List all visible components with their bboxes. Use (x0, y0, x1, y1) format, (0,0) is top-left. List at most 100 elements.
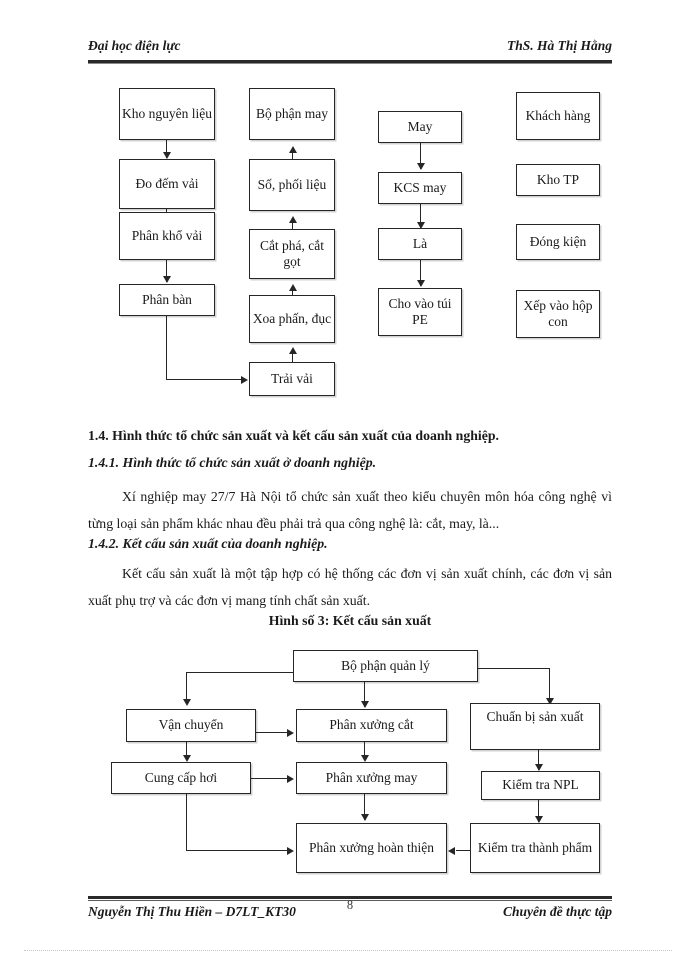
page-number: 8 (346, 898, 354, 912)
node-label: KCS may (393, 179, 447, 195)
arrow-down-icon (417, 222, 425, 229)
node-label: Vận chuyển (158, 717, 224, 733)
connector-line (186, 742, 187, 760)
flow-node-van-chuyen: Vận chuyển (126, 709, 256, 742)
node-label: Khách hàng (525, 107, 591, 123)
node-label: Phân xưởng hoàn thiện (308, 839, 435, 855)
node-label: Kiểm tra thành phẩm (477, 839, 593, 855)
connector-line (420, 204, 421, 228)
flow-node-chuan-bi-san-xuat: Chuẩn bị sản xuất (470, 703, 600, 750)
connector-line (420, 260, 421, 286)
flow-node-phan-ban: Phân bàn (119, 284, 215, 316)
flow-node-cung-cap-hoi: Cung cấp hơi (111, 762, 251, 794)
arrow-down-icon (535, 764, 543, 771)
header-divider (88, 60, 612, 63)
connector-line (364, 794, 365, 820)
connector-line (251, 778, 288, 779)
connector-line (166, 260, 167, 282)
node-label: May (407, 118, 433, 134)
node-label: Cho vào túi PE (388, 295, 452, 327)
connector-line (538, 750, 539, 770)
node-label: Xoa phấn, đục (252, 310, 332, 326)
paragraph-1-4-1: Xí nghiệp may 27/7 Hà Nội tổ chức sản xu… (88, 489, 612, 531)
page-footer: Nguyễn Thị Thu Hiền – D7LT_KT30 Chuyên đ… (88, 904, 612, 920)
arrow-down-icon (163, 276, 171, 283)
arrow-right-icon (287, 775, 294, 783)
connector-line (186, 794, 187, 851)
arrow-up-icon (289, 347, 297, 354)
node-label: Phân khổ vải (131, 227, 203, 243)
arrow-down-icon (183, 699, 191, 706)
connector-line (186, 850, 288, 851)
flow-node-khach-hang: Khách hàng (516, 92, 600, 140)
connector-line (538, 800, 539, 822)
header-right-text: ThS. Hà Thị Hằng (506, 38, 612, 53)
flow-node-kcs-may: KCS may (378, 172, 462, 204)
connector-line (166, 140, 167, 158)
flow-node-la: Là (378, 228, 462, 260)
arrow-right-icon (241, 376, 248, 384)
flow-node-phan-xuong-hoan-thien: Phân xưởng hoàn thiện (296, 823, 447, 873)
flow-node-kiem-tra-npl: Kiểm tra NPL (481, 771, 600, 800)
flow-node-cho-vao-tui-pe: Cho vào túi PE (378, 288, 462, 336)
connector-line (478, 668, 550, 669)
flow-node-bo-phan-may: Bộ phận may (249, 88, 335, 140)
node-label: Là (412, 235, 428, 251)
flow-node-phan-xuong-may: Phân xưởng may (296, 762, 447, 794)
connector-line (186, 672, 187, 704)
node-label: Trải vải (271, 370, 313, 386)
figure-caption: Hình số 3: Kết cấu sản xuất (268, 613, 432, 628)
connector-line (456, 850, 471, 851)
node-label: Phân xưởng cắt (329, 717, 414, 733)
node-label: Đo đếm vải (135, 175, 199, 191)
arrow-down-icon (361, 814, 369, 821)
paragraph-1-4-2: Kết cấu sản xuất là một tập hợp có hệ th… (88, 566, 612, 608)
arrow-left-icon (448, 847, 455, 855)
connector-line (364, 742, 365, 760)
flow-node-may: May (378, 111, 462, 143)
arrow-up-icon (289, 284, 297, 291)
footer-right-text: Chuyên đề thực tập (503, 904, 612, 919)
flow-node-do-dem-vai: Đo đếm vải (119, 159, 215, 209)
node-label: Phân xưởng may (325, 769, 418, 785)
node-label: Chuẩn bị sản xuất (486, 709, 584, 724)
flow-node-bo-phan-quan-ly: Bộ phận quản lý (293, 650, 478, 682)
heading-1-4: 1.4. Hình thức tổ chức sản xuất và kết c… (88, 428, 499, 443)
node-label: Cung cấp hơi (144, 769, 218, 785)
header-divider-thin (88, 63, 612, 64)
footer-left-text: Nguyễn Thị Thu Hiền – D7LT_KT30 (88, 904, 296, 919)
node-label: Phân bàn (142, 291, 192, 307)
arrow-right-icon (287, 729, 294, 737)
flow-node-cat-pha-cat-got: Cắt phá, cắt gọt (249, 229, 335, 279)
flow-node-dong-kien: Đóng kiện (516, 224, 600, 260)
flow-node-xep-vao-hop-con: Xếp vào hộp con (516, 290, 600, 338)
connector-line (256, 732, 288, 733)
node-label: Kho TP (536, 171, 580, 187)
connector-line (420, 143, 421, 169)
connector-line (186, 672, 294, 673)
arrow-down-icon (417, 163, 425, 170)
flow-node-kiem-tra-thanh-pham: Kiểm tra thành phẩm (470, 823, 600, 873)
flow-node-xoa-phan-duc: Xoa phấn, đục (249, 295, 335, 343)
header-left-text: Đại học điện lực (88, 38, 181, 53)
arrow-down-icon (417, 280, 425, 287)
connector-line (292, 353, 293, 365)
node-label: Kiểm tra NPL (502, 777, 579, 793)
footer-divider (88, 896, 612, 899)
footer-divider-thin (88, 900, 612, 901)
flow-node-phan-xuong-cat: Phân xưởng cắt (296, 709, 447, 742)
node-label: Cắt phá, cắt gọt (259, 237, 325, 269)
arrow-down-icon (546, 698, 554, 705)
arrow-down-icon (535, 816, 543, 823)
connector-line (166, 316, 167, 380)
arrow-right-icon (287, 847, 294, 855)
flow-node-so-phoi-lieu: Số, phối liệu (249, 159, 335, 211)
node-label: Kho nguyên liệu (122, 105, 212, 121)
connector-line (364, 682, 365, 707)
flow-node-kho-nguyen-lieu: Kho nguyên liệu (119, 88, 215, 140)
flow-node-phan-kho-vai: Phân khổ vải (119, 212, 215, 260)
node-label: Bộ phận may (256, 105, 328, 121)
arrow-down-icon (361, 701, 369, 708)
arrow-up-icon (289, 216, 297, 223)
